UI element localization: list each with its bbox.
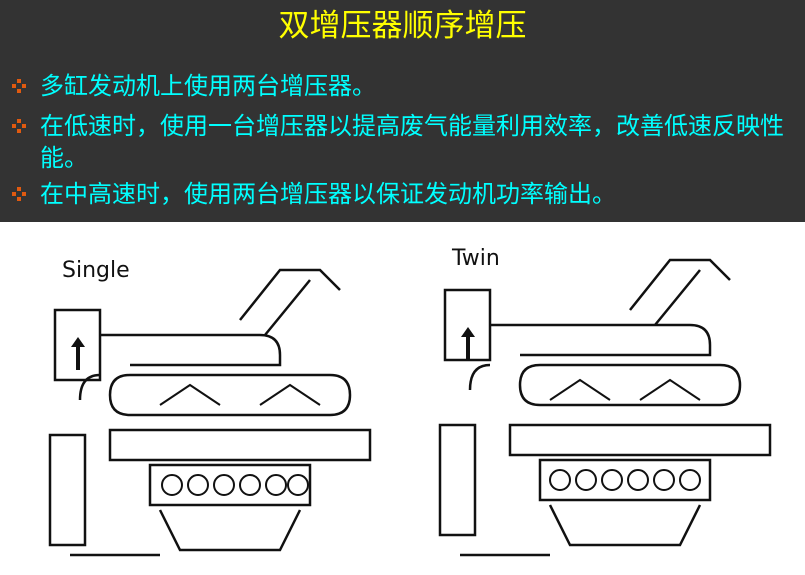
slide-title: 双增压器顺序增压 bbox=[278, 8, 527, 44]
bullet-item: 在低速时，使用一台增压器以提高废气能量利用效率，改善低速反映性能。 bbox=[12, 110, 802, 174]
bullet-text: 多缸发动机上使用两台增压器。 bbox=[40, 72, 376, 100]
bullet-text: 在中高速时，使用两台增压器以保证发动机功率输出。 bbox=[40, 180, 616, 208]
twin-turbo-diagram: Twin bbox=[438, 246, 772, 557]
bullet-text: 在低速时，使用一台增压器以提高废气能量利用效率，改善低速反映性能。 bbox=[40, 112, 784, 172]
slide-header-band: 双增压器顺序增压 多缸发动机上使用两台增压器。 在低速时，使用一台增压器以提高废… bbox=[0, 0, 805, 222]
diamond-bullet-icon bbox=[12, 187, 26, 201]
single-turbo-diagram: Single bbox=[48, 258, 372, 557]
diagram-label: Twin bbox=[451, 246, 500, 271]
diamond-bullet-icon bbox=[12, 119, 26, 133]
bullet-item: 在中高速时，使用两台增压器以保证发动机功率输出。 bbox=[12, 178, 802, 210]
diamond-bullet-icon bbox=[12, 79, 26, 93]
diagram-label: Single bbox=[62, 258, 130, 283]
bullet-item: 多缸发动机上使用两台增压器。 bbox=[12, 70, 802, 102]
